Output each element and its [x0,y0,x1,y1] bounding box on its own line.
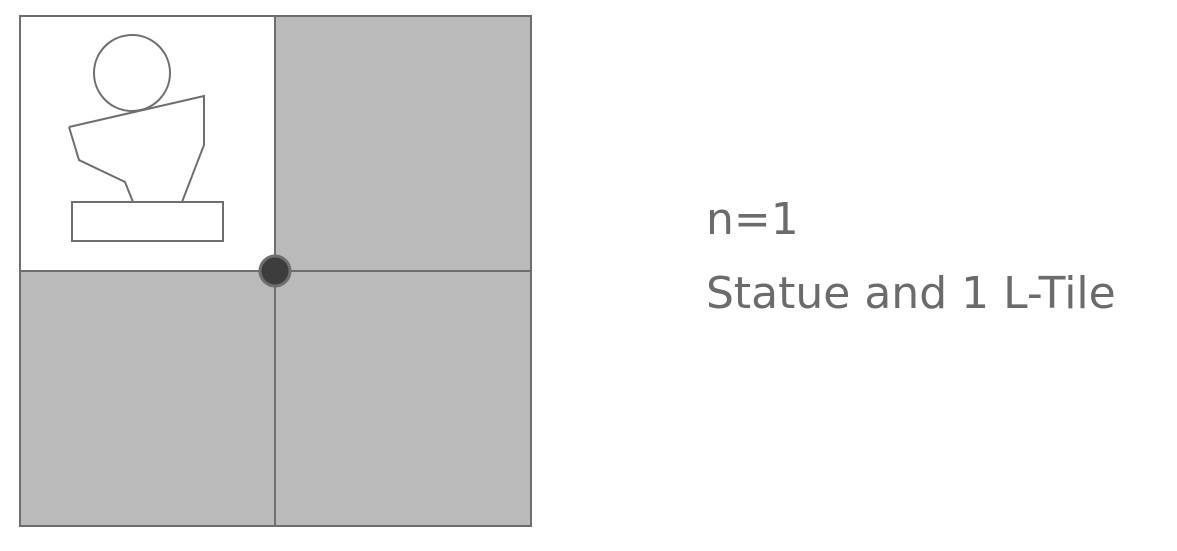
tile-quadrant-bottom-right [275,271,531,526]
tile-quadrant-top-right [275,16,531,271]
l-tile-diagram [19,15,532,527]
center-dot [258,254,292,288]
tile-quadrant-bottom-left [20,271,275,526]
statue-pedestal [71,201,224,242]
caption-n-value: n=1 [706,194,799,245]
statue-head [93,34,171,112]
statue-cell [20,16,275,271]
caption: n=1 Statue and 1 L-Tile [706,183,1116,331]
statue-icon [68,34,224,242]
statue-torso [68,94,205,203]
caption-description: Statue and 1 L-Tile [706,268,1116,319]
